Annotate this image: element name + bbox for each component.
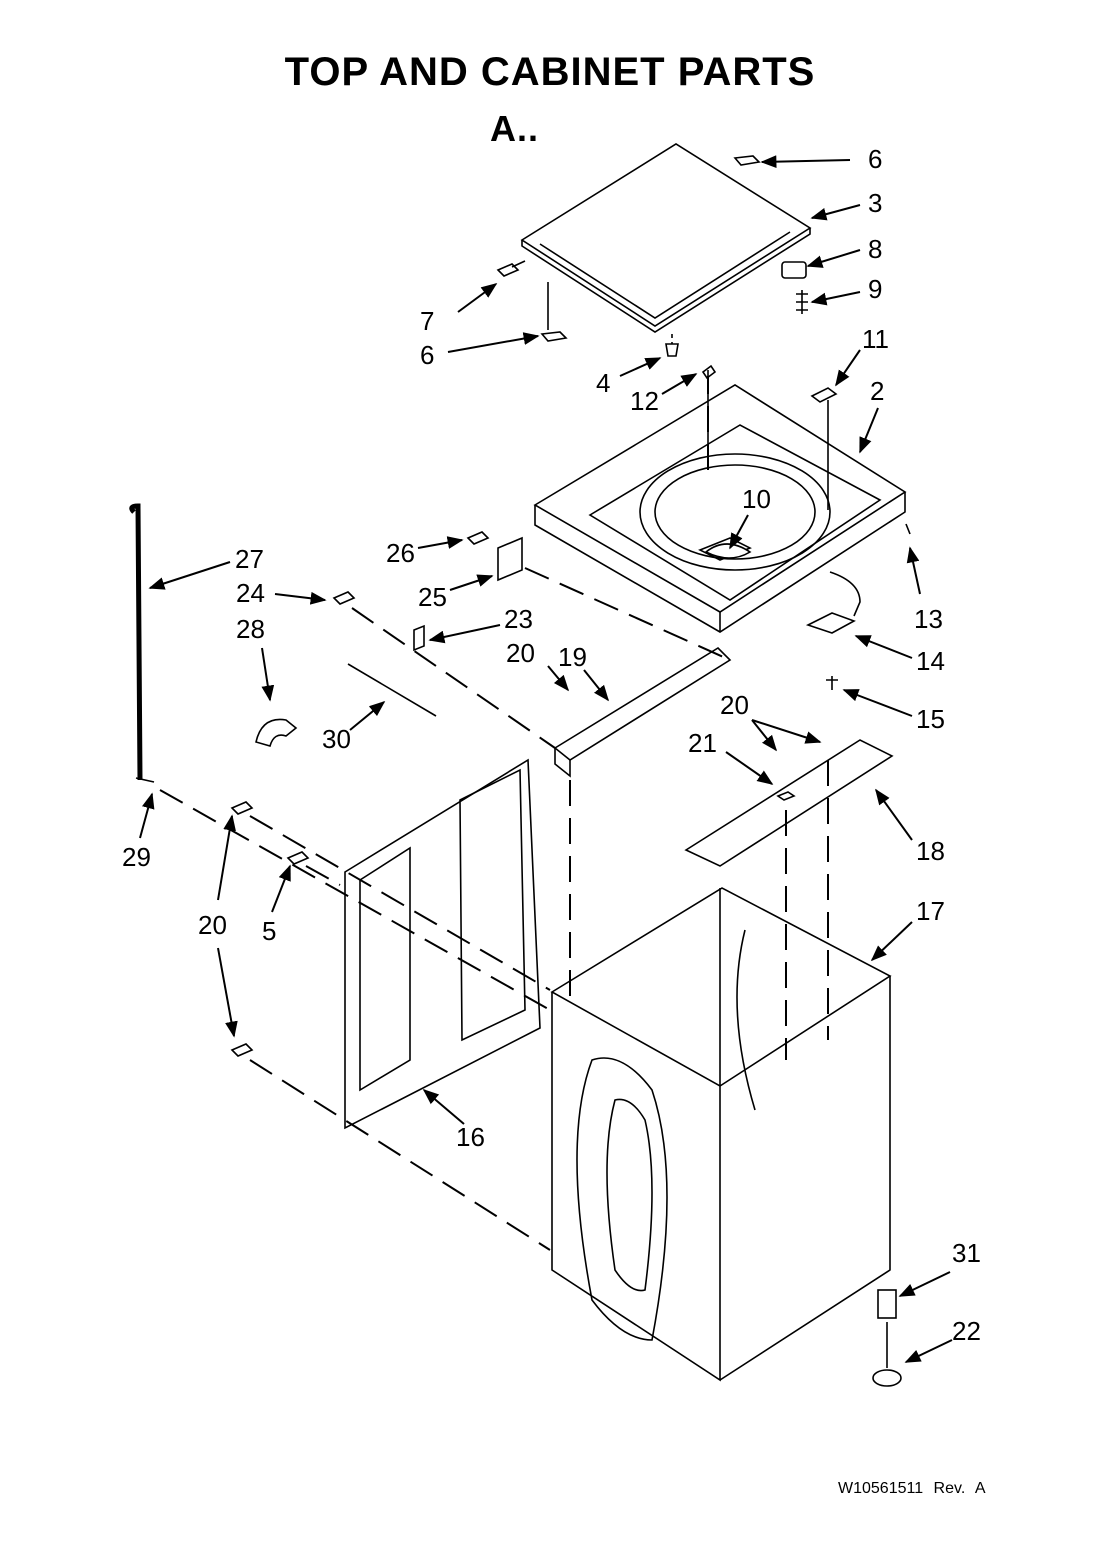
clip-part	[776, 791, 796, 801]
diagram-title: TOP AND CABINET PARTS	[284, 50, 816, 94]
callout-14: 14	[916, 646, 945, 676]
callout-6: 6	[868, 144, 882, 174]
screw-part	[230, 1043, 254, 1057]
callout-11: 11	[862, 324, 889, 354]
callout-16: 16	[456, 1122, 485, 1152]
callout-6-lower: 6	[420, 340, 434, 370]
rear-panel-part	[344, 758, 541, 1130]
callout-30: 30	[322, 724, 351, 754]
callout-8: 8	[868, 234, 882, 264]
callout-26: 26	[386, 538, 415, 568]
callout-31: 31	[952, 1238, 981, 1268]
small-screw-part	[905, 523, 911, 535]
hose-elbow-part	[255, 718, 298, 747]
leveling-foot-part	[872, 1289, 902, 1387]
switch-assembly-part	[805, 571, 861, 690]
lid-switch-part	[781, 261, 808, 314]
callout-29: 29	[122, 842, 151, 872]
hinge-clip-part	[540, 155, 761, 342]
callout-10: 10	[742, 484, 771, 514]
screw-part	[496, 260, 526, 277]
callout-20-mid: 20	[720, 690, 749, 720]
clip-part	[413, 624, 425, 652]
screw-part	[286, 851, 310, 865]
bumper-part	[665, 334, 679, 357]
callout-20-top: 20	[506, 638, 535, 668]
callout-27: 27	[235, 544, 264, 574]
callout-12: 12	[630, 386, 659, 416]
screw-part	[332, 591, 356, 605]
callout-4: 4	[596, 368, 610, 398]
callout-3: 3	[868, 188, 882, 218]
top-panel-part	[533, 364, 907, 633]
rear-rail-part	[553, 646, 732, 778]
diagram-subtitle: A..	[490, 108, 540, 149]
cable-tie-part	[347, 663, 437, 717]
callout-22: 22	[952, 1316, 981, 1346]
callout-20-left: 20	[198, 910, 227, 940]
callout-labels: 6 3 8 9 7 6 11 4 2 12 10 27 26 24 25 28 …	[122, 144, 981, 1346]
assembly-guide-lines	[159, 376, 829, 1251]
document-number: W10561511 Rev. A	[838, 1480, 986, 1497]
screw-part	[230, 801, 254, 815]
callout-2: 2	[870, 376, 884, 406]
callout-15: 15	[916, 704, 945, 734]
callout-23: 23	[504, 604, 533, 634]
callout-5: 5	[262, 916, 276, 946]
part-drawings	[129, 143, 911, 1387]
drain-hose-part	[129, 503, 155, 783]
bracket-part	[497, 536, 523, 582]
callout-24: 24	[236, 578, 265, 608]
callout-9: 9	[868, 274, 882, 304]
callout-17: 17	[916, 896, 945, 926]
callout-leaders	[139, 155, 953, 1363]
callout-25: 25	[418, 582, 447, 612]
callout-28: 28	[236, 614, 265, 644]
lock-part	[810, 387, 838, 510]
front-rail-part	[684, 739, 894, 867]
callout-13: 13	[914, 604, 943, 634]
callout-21: 21	[688, 728, 717, 758]
callout-18: 18	[916, 836, 945, 866]
callout-7: 7	[420, 306, 434, 336]
cabinet-part	[550, 887, 892, 1382]
callout-19: 19	[558, 642, 587, 672]
lid-part	[520, 143, 812, 333]
screw-part	[466, 531, 490, 545]
